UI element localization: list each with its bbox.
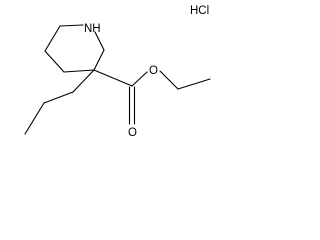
bond-c3-c4 bbox=[63, 69, 95, 73]
bond-propyl1-propyl2 bbox=[43, 91, 74, 104]
bond-c2-c3 bbox=[93, 49, 105, 71]
propyl-chain bbox=[24, 69, 95, 135]
bond-carbonyl-ester-o bbox=[131, 71, 148, 87]
carbonyl-oxygen-label: O bbox=[128, 127, 137, 139]
ring-nitrogen-label: NH bbox=[84, 23, 101, 35]
bond-ch2-ch3 bbox=[177, 78, 211, 90]
salt-label: HCl bbox=[190, 5, 209, 17]
bond-propyl2-propyl3 bbox=[24, 102, 45, 135]
bond-c3-propyl1 bbox=[72, 69, 95, 93]
bond-ester-o-ch2 bbox=[159, 70, 179, 90]
ester-group bbox=[93, 69, 211, 125]
piperidine-ring bbox=[44, 24, 105, 73]
bond-c4-c5 bbox=[44, 50, 65, 73]
chemical-structure: NH O O HCl bbox=[24, 5, 211, 139]
bond-c5-c6 bbox=[44, 25, 61, 52]
bond-c6-n bbox=[59, 24, 84, 27]
ester-oxygen-label: O bbox=[149, 65, 158, 77]
bond-n-c2 bbox=[94, 31, 105, 51]
bond-c3-carbonyl bbox=[93, 69, 133, 87]
